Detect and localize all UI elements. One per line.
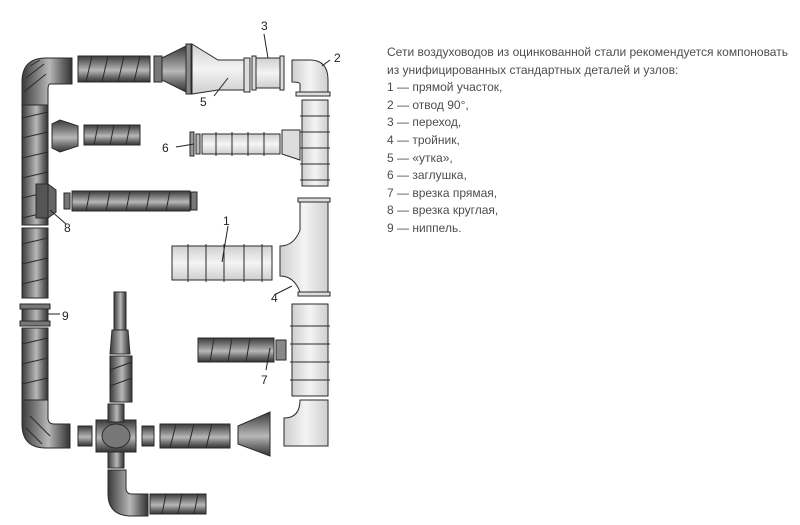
straight-duct-tap-lower — [71, 190, 191, 212]
leader-lines — [48, 33, 331, 371]
elbow-bottom-left — [21, 399, 71, 449]
straight-duct-bottom — [159, 423, 231, 449]
straight-duct-1 — [171, 244, 273, 282]
round-tap-8 — [35, 183, 57, 219]
legend-item: 9 — ниппель. — [387, 220, 462, 235]
callout-8: 8 — [64, 221, 71, 235]
legend-item: 8 — врезка круглая, — [387, 203, 499, 218]
straight-duct-top — [77, 55, 151, 83]
nipple-9 — [19, 303, 51, 327]
description-intro: Сети воздуховодов из оцинкованной стали … — [387, 45, 788, 77]
straight-duct-left-middle — [21, 227, 49, 299]
legend-item: 2 — отвод 90°, — [387, 97, 469, 112]
callout-7: 7 — [261, 373, 268, 387]
callout-labels: 1 2 3 4 5 6 7 8 9 — [62, 19, 341, 387]
reducer-bottom — [237, 411, 271, 457]
elbow-bottom-center — [107, 469, 149, 517]
elbow-bottom-right — [283, 399, 329, 447]
legend-item: 5 — «утка», — [387, 150, 453, 165]
cross-fitting — [95, 403, 137, 469]
elbow-top-left — [21, 57, 73, 106]
legend-list: 1 — прямой участок, 2 — отвод 90°, 3 — п… — [387, 79, 795, 237]
offset-5 — [191, 43, 251, 95]
tee-4 — [279, 197, 331, 297]
callout-6: 6 — [162, 141, 169, 155]
callout-9: 9 — [62, 309, 69, 323]
straight-duct-right-lower — [290, 303, 330, 397]
legend-item: 3 — переход, — [387, 115, 462, 130]
callout-1: 1 — [223, 214, 230, 228]
callout-4: 4 — [271, 291, 278, 305]
duct-network-diagram: 1 2 3 4 5 6 7 8 9 — [19, 19, 341, 517]
elbow-2 — [291, 59, 331, 97]
transition-3 — [251, 55, 285, 91]
description-panel: Сети воздуховодов из оцинкованной стали … — [387, 44, 795, 238]
callout-3: 3 — [261, 19, 268, 33]
direct-tap — [51, 119, 79, 153]
straight-duct-right-upper — [300, 99, 330, 187]
legend-item: 1 — прямой участок, — [387, 80, 503, 95]
reducer-top — [153, 43, 192, 95]
legend-item: 7 — врезка прямая, — [387, 185, 498, 200]
callout-5: 5 — [200, 95, 207, 109]
callout-2: 2 — [334, 51, 341, 65]
legend-item: 6 — заглушка, — [387, 168, 467, 183]
straight-duct-short-6 — [201, 129, 301, 161]
riser-duct — [109, 291, 133, 403]
direct-tap-7 — [197, 337, 287, 363]
legend-item: 4 — тройник, — [387, 132, 460, 147]
